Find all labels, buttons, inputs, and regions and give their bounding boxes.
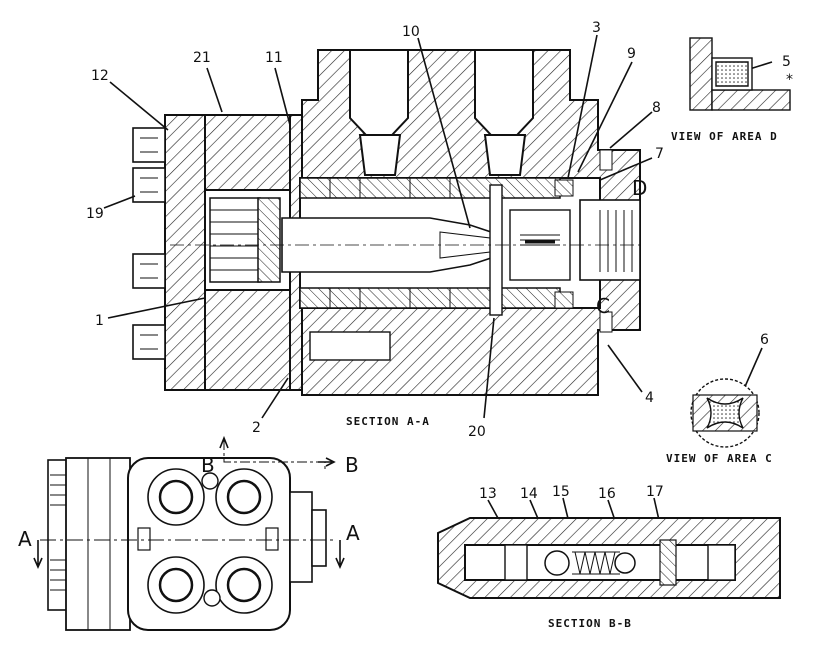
caption-view-area-d: VIEW OF AREA D (671, 130, 778, 143)
gerotor-spline (257, 197, 281, 283)
star-marker: * (786, 72, 793, 88)
check-ball (544, 550, 570, 576)
callout-3: 3 (592, 20, 601, 36)
end-view-drawing (33, 435, 345, 631)
marker-b-top: B (201, 453, 215, 477)
bb-end-plug (707, 544, 736, 581)
callout-13: 13 (479, 486, 497, 502)
callout-8: 8 (652, 100, 661, 116)
arrow-a-left (33, 540, 43, 569)
port-left-throat (358, 134, 402, 176)
caption-view-area-c: VIEW OF AREA C (666, 452, 773, 465)
marker-d: D (632, 176, 647, 200)
marker-c: C (596, 294, 610, 318)
bolt-head-3 (132, 253, 166, 289)
marker-a-left: A (18, 527, 32, 551)
view-area-d: * (689, 37, 793, 111)
bb-ball-2 (614, 552, 636, 574)
seal-c (554, 291, 574, 309)
callout-14: 14 (520, 486, 538, 502)
callout-9: 9 (627, 46, 636, 62)
port-right (474, 49, 534, 136)
section-aa-drawing (132, 49, 645, 396)
x-ring-6-shape (706, 397, 744, 429)
callout-12: 12 (91, 68, 109, 84)
view-area-c (690, 378, 760, 448)
retainer-top (599, 149, 613, 171)
callout-16: 16 (598, 486, 616, 502)
callout-6: 6 (760, 332, 769, 348)
cross-pin (489, 184, 503, 316)
port-left (349, 49, 409, 136)
bolt-head-4 (132, 324, 166, 360)
callout-20: 20 (468, 424, 486, 440)
end-cap-plate (164, 114, 206, 391)
callout-10: 10 (402, 24, 420, 40)
callout-4: 4 (645, 390, 654, 406)
callout-11: 11 (265, 50, 283, 66)
seal-5-shape (715, 61, 749, 87)
callout-17: 17 (646, 484, 664, 500)
input-shaft (579, 199, 641, 281)
gerotor-rotor (209, 197, 261, 283)
retainer-bottom (599, 311, 613, 333)
sleeve-top (299, 177, 561, 199)
seal-d (554, 179, 574, 197)
arrow-b-right (318, 457, 336, 467)
callout-7: 7 (655, 146, 664, 162)
section-line-bb (223, 440, 326, 470)
marker-a-right: A (346, 521, 360, 545)
sleeve-grooves (329, 178, 451, 308)
check-channel (309, 331, 391, 361)
marker-b-right: B (345, 453, 359, 477)
bolt-head-1 (132, 127, 166, 163)
end-view-knurl (50, 474, 66, 591)
end-view-bolts (147, 468, 273, 614)
callout-1: 1 (95, 313, 104, 329)
caption-section-bb: SECTION B-B (548, 617, 632, 630)
cap-screws (132, 127, 166, 360)
gerotor-teeth (210, 209, 260, 271)
input-spline (599, 210, 633, 272)
callout-5: 5 (782, 54, 791, 70)
callout-2: 2 (252, 420, 261, 436)
callout-numbers: 12 21 11 10 3 9 8 7 19 1 2 20 4 5 6 13 1… (86, 20, 791, 550)
sleeve-bottom (299, 287, 561, 309)
section-bb-drawing (437, 517, 781, 599)
bb-plug (504, 544, 528, 581)
callout-19: 19 (86, 206, 104, 222)
arrow-a-right (335, 540, 345, 569)
bolt-head-2 (132, 167, 166, 203)
port-right-throat (483, 134, 527, 176)
callout-15: 15 (552, 484, 570, 500)
caption-section-aa: SECTION A-A (346, 415, 430, 428)
bb-spring (572, 551, 620, 575)
bb-seat (659, 539, 677, 586)
arrow-b-top (219, 435, 229, 449)
callout-21: 21 (193, 50, 211, 66)
